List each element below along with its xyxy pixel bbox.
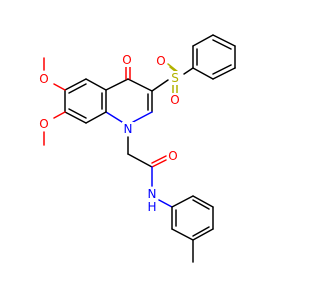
bond	[105, 111, 123, 123]
bond	[192, 34, 214, 47]
bond	[171, 195, 194, 208]
bond	[53, 83, 66, 91]
bond	[192, 226, 210, 237]
bond	[68, 83, 87, 94]
bond	[192, 67, 214, 80]
label-mask	[155, 54, 167, 68]
bond	[127, 153, 153, 168]
bond	[212, 67, 236, 80]
bond	[212, 64, 232, 75]
bond	[127, 78, 153, 92]
bond	[171, 228, 194, 241]
label-mask	[122, 122, 134, 136]
amide-hydrogen-label: H	[147, 200, 156, 214]
amide-oxygen-label: O	[168, 149, 177, 163]
bond	[64, 111, 87, 124]
bond	[151, 79, 169, 92]
label-mask	[169, 93, 181, 107]
bond	[167, 63, 179, 73]
bond	[151, 159, 167, 168]
bond	[105, 78, 129, 91]
bond	[64, 78, 87, 91]
bonds	[43, 34, 236, 263]
label-mask	[38, 117, 50, 131]
bond	[151, 155, 167, 164]
bond	[85, 111, 107, 124]
label-mask	[169, 71, 181, 85]
bond	[68, 108, 87, 119]
sulfonyl-oxygen-bottom-label: O	[170, 93, 179, 107]
bond	[212, 34, 236, 47]
amide-nitrogen-label: N	[148, 187, 157, 201]
sulfonyl-oxygen-left-label: O	[156, 54, 165, 68]
ring-nitrogen-label: N	[124, 122, 133, 136]
bond	[132, 111, 153, 123]
bond	[212, 39, 232, 50]
bond	[158, 199, 173, 208]
bond	[53, 111, 66, 119]
bond	[192, 228, 214, 241]
label-mask	[146, 200, 158, 214]
label-mask	[146, 187, 158, 201]
label-mask	[121, 53, 133, 67]
bond	[192, 199, 210, 210]
methoxy-oxygen-top-label: O	[39, 72, 48, 86]
atom-labels: O O S O O O N O N H	[38, 53, 181, 214]
sulfur-label: S	[171, 71, 179, 85]
structure-canvas: O O S O O O N O N H	[38, 34, 236, 263]
methoxy-oxygen-bottom-label: O	[39, 117, 48, 131]
bond	[183, 67, 194, 75]
ketone-oxygen-label: O	[122, 53, 131, 67]
bond	[192, 195, 214, 208]
bond	[85, 78, 107, 91]
label-mask	[38, 72, 50, 86]
label-mask	[167, 149, 179, 163]
